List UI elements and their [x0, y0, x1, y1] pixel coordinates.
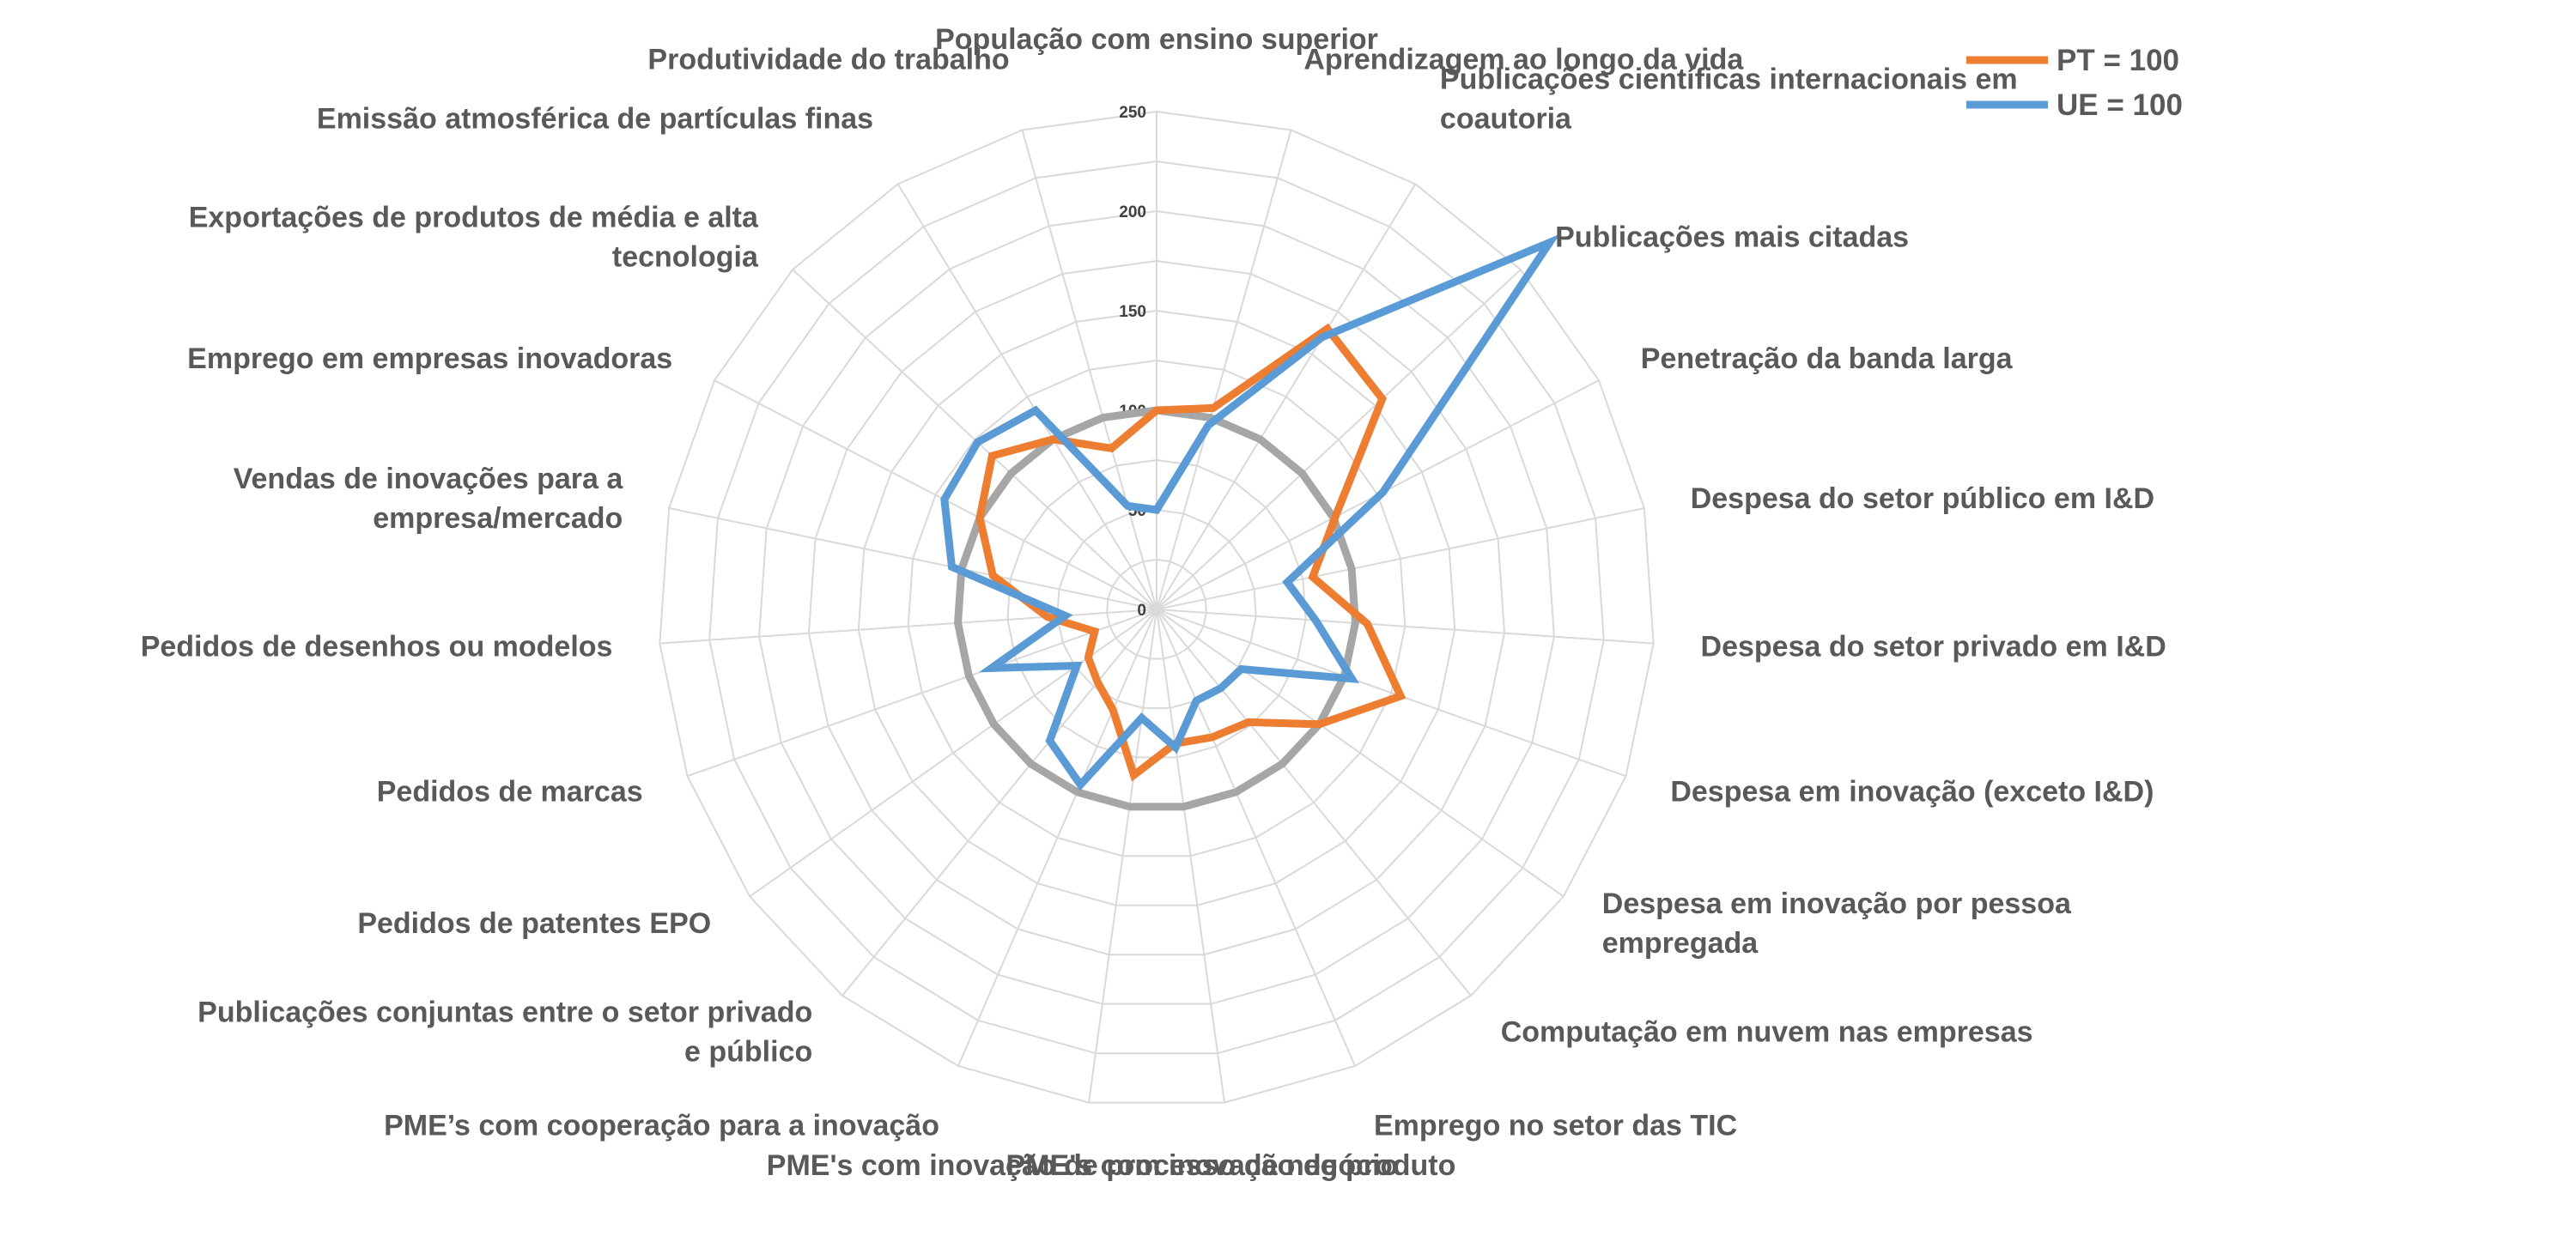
grid-spoke [792, 269, 1157, 610]
category-label: Emprego no setor das TIC [1374, 1109, 1737, 1142]
grid-spoke [1156, 507, 1645, 610]
category-label: Emprego em empresas inovadoras [187, 342, 672, 375]
grid-ring [857, 309, 1456, 906]
category-label: Penetração da banda larga [1641, 342, 2014, 375]
category-label: Despesa do setor público em I&D [1691, 482, 2154, 515]
grid-spoke [1156, 609, 1626, 778]
grid-ring [1106, 558, 1207, 660]
category-label: Emissão atmosférica de partículas finas [317, 102, 873, 135]
grid-spoke [896, 183, 1157, 610]
tick-label: 0 [1137, 602, 1146, 620]
legend-label: UE = 100 [2057, 88, 2183, 122]
legend: PT = 100 UE = 100 [1966, 44, 2183, 122]
grid-ring [907, 359, 1406, 857]
grid-spoke [1021, 130, 1157, 610]
grid-spoke [714, 379, 1157, 610]
category-label: Pedidos de marcas [377, 776, 643, 809]
tick-label: 150 [1119, 303, 1146, 321]
grid-spoke [957, 609, 1157, 1067]
category-label: Produtividade do trabalho [647, 44, 1009, 76]
category-label: Computação em nuvem nas empresas [1501, 1016, 2033, 1049]
tick-label: 200 [1119, 203, 1146, 221]
grid-spoke [1156, 269, 1522, 610]
category-label: PME’s com cooperação para a inovação [384, 1109, 939, 1142]
category-label: Publicações científicas internacionais e… [1440, 63, 2018, 135]
grid-spoke [687, 609, 1157, 778]
category-labels: População com ensino superiorAprendizage… [141, 23, 2166, 1182]
radar-grid [659, 110, 1655, 1104]
grid-spoke [1156, 130, 1292, 610]
grid-ring [807, 259, 1506, 956]
grid-ring [659, 110, 1655, 1104]
category-label: Despesa do setor privado em I&D [1701, 630, 2166, 663]
category-label: Despesa em inovação (exceto I&D) [1670, 776, 2154, 809]
series-line-pt [975, 323, 1406, 782]
grid-spoke [668, 507, 1157, 610]
grid-ring [1056, 508, 1257, 709]
category-label: Publicações mais citadas [1555, 221, 1909, 254]
category-label: População com ensino superior [935, 23, 1378, 56]
grid-ring [708, 160, 1605, 1055]
grid-spoke [841, 609, 1157, 997]
grid-spoke [1156, 609, 1564, 898]
series-line-ue [940, 233, 1560, 791]
grid-spoke [1088, 609, 1157, 1103]
grid-spoke [749, 609, 1157, 898]
category-label: Pedidos de desenhos ou modelos [141, 630, 613, 663]
grid-spoke [1156, 183, 1417, 610]
data-series [940, 233, 1560, 811]
legend-label: PT = 100 [2057, 44, 2179, 77]
grid-spoke [1156, 609, 1472, 997]
category-label: PME's com inovação de produto [1006, 1149, 1456, 1182]
category-label: PME's com inovação de processo de negóci… [767, 1149, 1399, 1182]
category-label: Publicações conjuntas entre o setor priv… [197, 997, 812, 1069]
grid-ring [758, 209, 1555, 1005]
grid-spoke [659, 609, 1157, 645]
grid-spoke [1156, 609, 1654, 645]
category-label: Aprendizagem ao longo da vida [1303, 44, 1744, 76]
category-label: Pedidos de patentes EPO [357, 907, 711, 940]
grid-spoke [1156, 609, 1356, 1067]
tick-label: 250 [1119, 104, 1146, 122]
grid-spoke [1156, 609, 1225, 1103]
